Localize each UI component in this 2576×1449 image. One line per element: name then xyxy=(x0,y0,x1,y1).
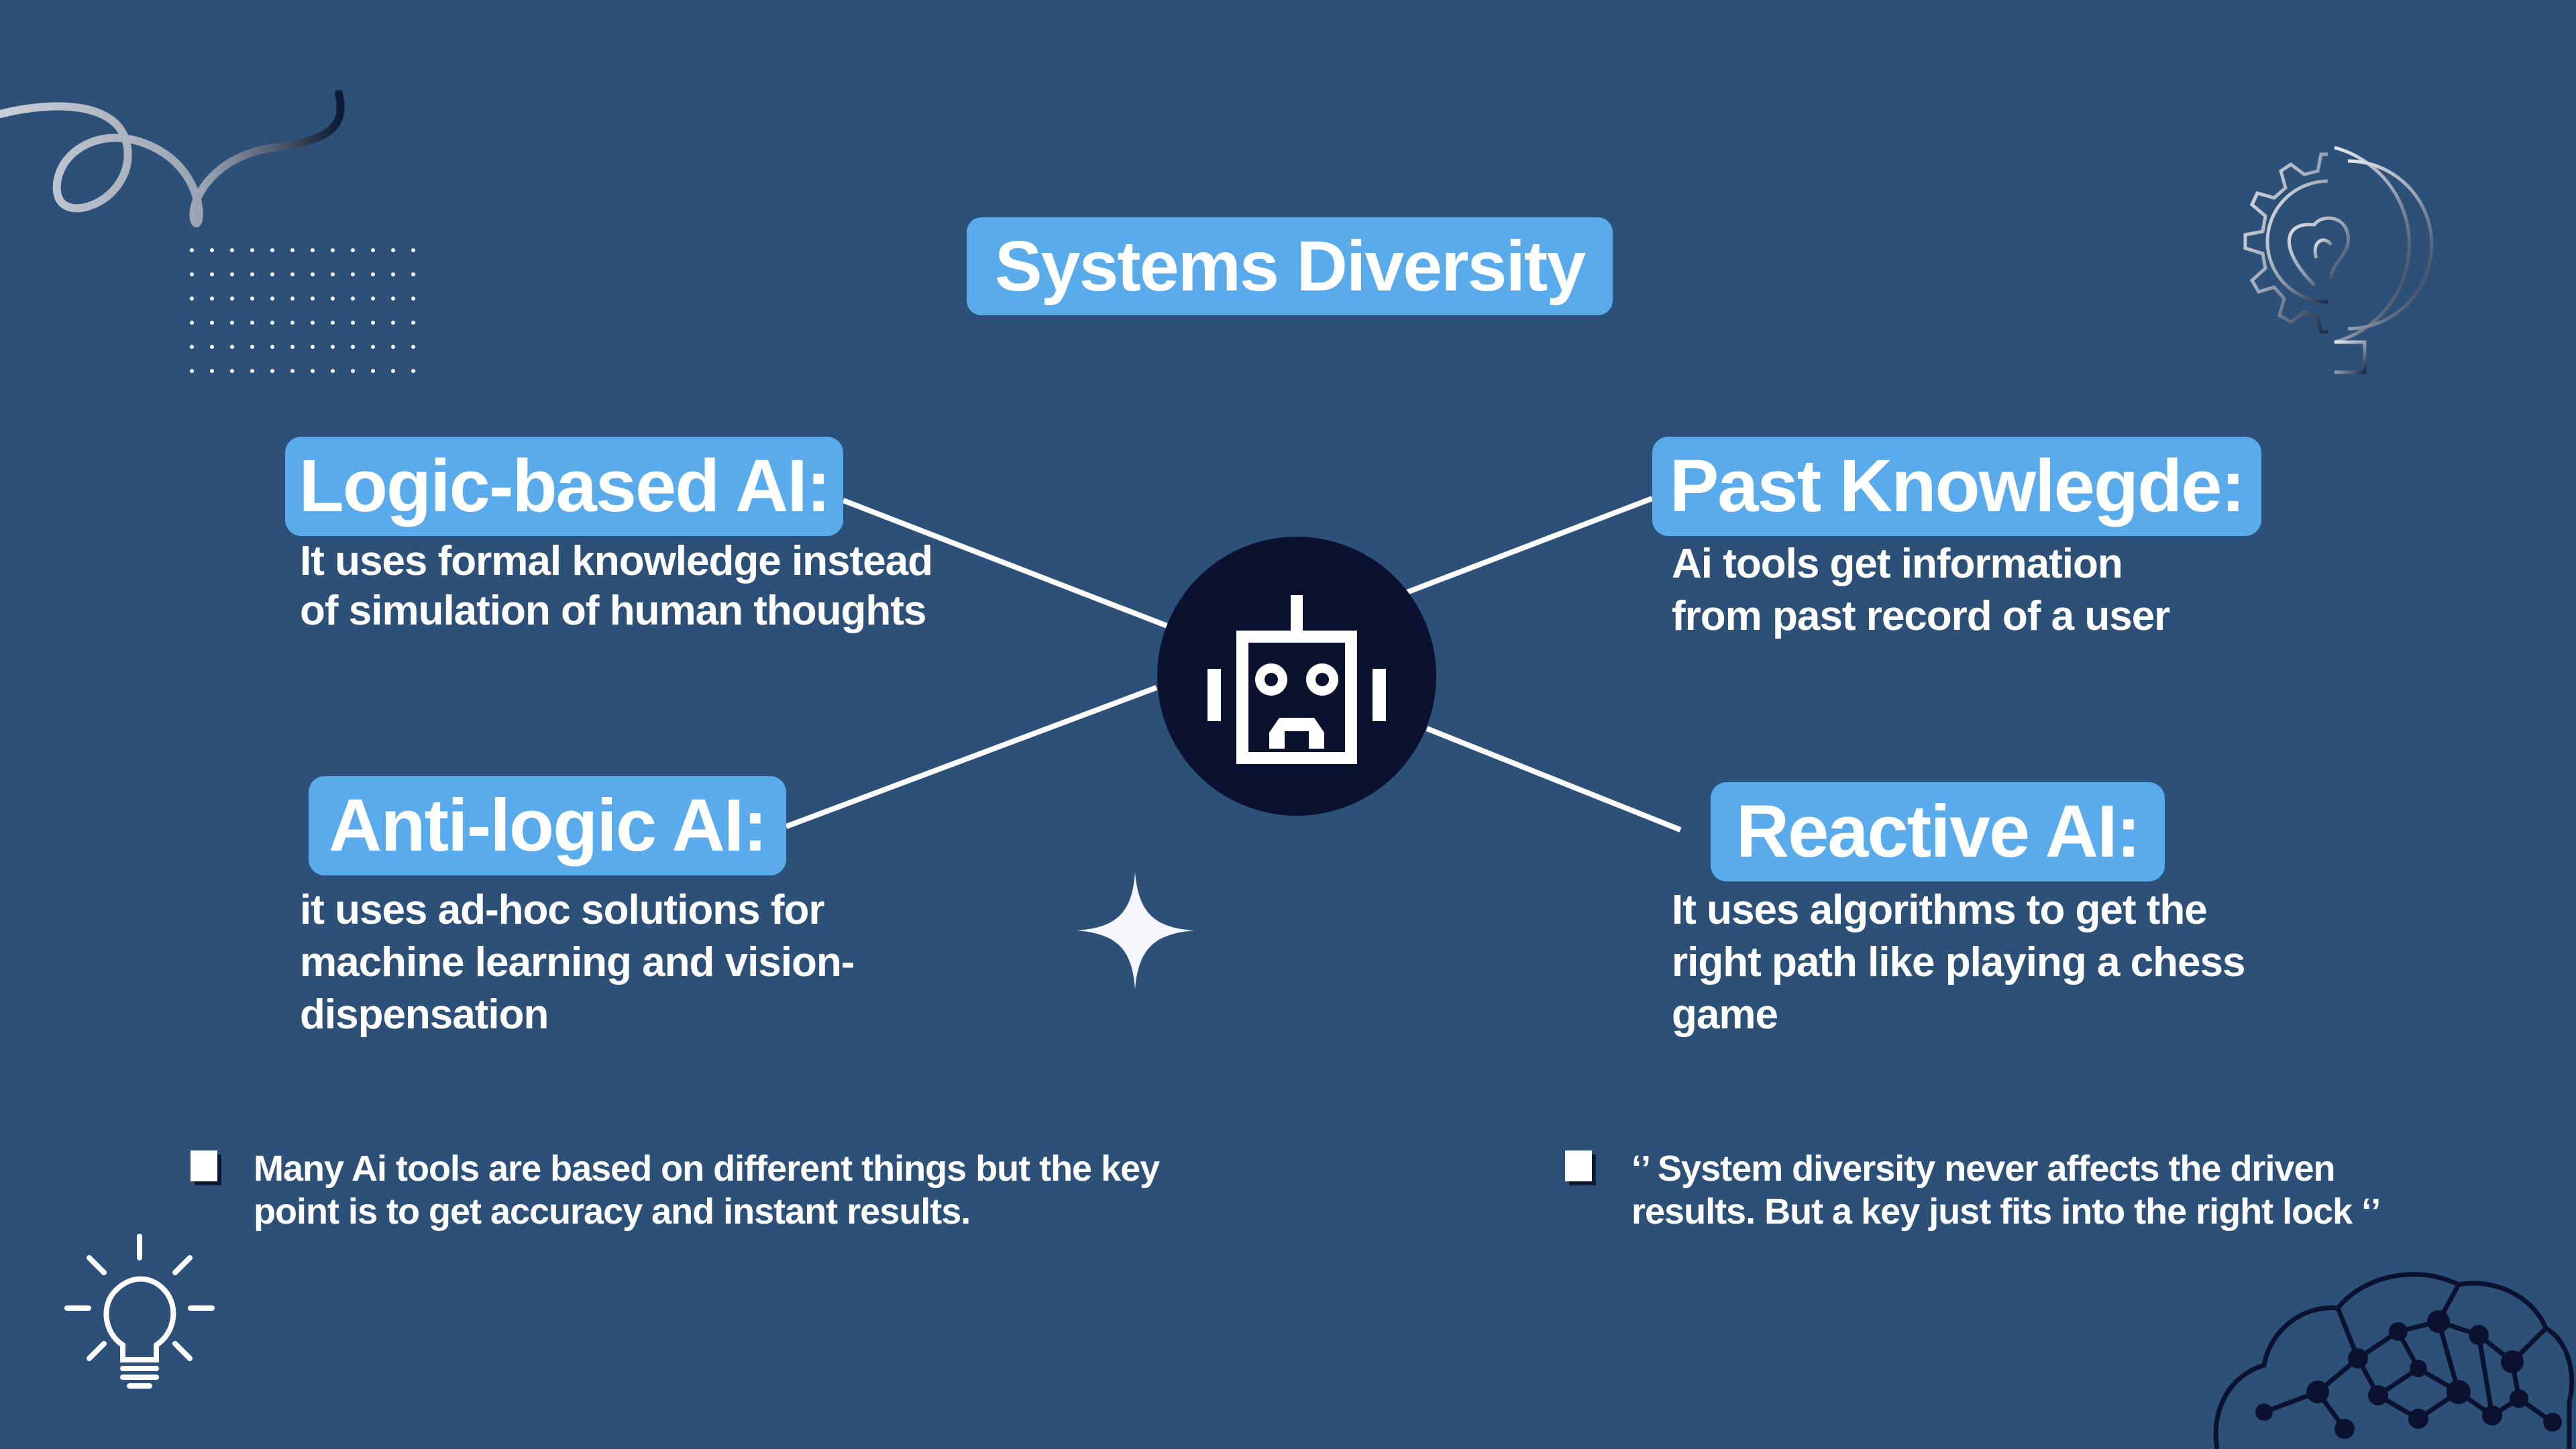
description-line: It uses algorithms to get the xyxy=(1672,887,2208,933)
swirl-icon xyxy=(0,90,345,227)
note-line: point is to get accuracy and instant res… xyxy=(254,1191,971,1232)
note-line: results. But a key just fits into the ri… xyxy=(1631,1191,2381,1232)
note-line: Many Ai tools are based on different thi… xyxy=(254,1148,1160,1189)
description-line: right path like playing a chess xyxy=(1672,939,2245,985)
branch-description-anti-logic-ai: it uses ad-hoc solutions for machine lea… xyxy=(300,884,855,1041)
description-line: machine learning and vision- xyxy=(300,939,855,985)
robot-icon xyxy=(1208,595,1386,764)
description-line: game xyxy=(1672,991,1778,1038)
dot-grid xyxy=(190,248,415,373)
branch-label-anti-logic-ai: Anti-logic AI: xyxy=(309,776,786,875)
description-line: of simulation of human thoughts xyxy=(300,588,926,634)
branch-description-logic-based-ai: It uses formal knowledge instead of simu… xyxy=(300,537,933,636)
note-line: ‘’ System diversity never affects the dr… xyxy=(1631,1148,2336,1189)
description-line: from past record of a user xyxy=(1672,593,2170,639)
brain-network-icon xyxy=(2213,1272,2575,1449)
description-line: It uses formal knowledge instead xyxy=(300,538,933,584)
robot-hub xyxy=(1157,537,1436,816)
page-title: Systems Diversity xyxy=(967,217,1613,315)
branch-description-reactive-ai: It uses algorithms to get the right path… xyxy=(1672,884,2245,1041)
branch-label-past-knowledge: Past Knowlegde: xyxy=(1652,437,2261,536)
note-left: Many Ai tools are based on different thi… xyxy=(254,1147,1160,1233)
gear-lightbulb-icon xyxy=(2243,146,2434,374)
branch-label-reactive-ai: Reactive AI: xyxy=(1711,782,2165,881)
note-right: ‘’ System diversity never affects the dr… xyxy=(1631,1147,2381,1233)
connector-logic xyxy=(842,498,1169,629)
branch-label-logic-based-ai: Logic-based AI: xyxy=(285,437,843,536)
connector-past xyxy=(1405,496,1654,595)
connector-reactive xyxy=(1426,726,1682,833)
description-line: it uses ad-hoc solutions for xyxy=(300,887,825,933)
lightbulb-icon xyxy=(64,1234,215,1389)
bullet-square xyxy=(1565,1150,1592,1181)
connector-anti xyxy=(785,685,1158,829)
sparkle-icon xyxy=(1077,872,1194,989)
description-line: dispensation xyxy=(300,991,549,1038)
bullet-square xyxy=(191,1150,217,1181)
branch-description-past-knowledge: Ai tools get information from past recor… xyxy=(1672,538,2170,643)
description-line: Ai tools get information xyxy=(1672,541,2123,587)
